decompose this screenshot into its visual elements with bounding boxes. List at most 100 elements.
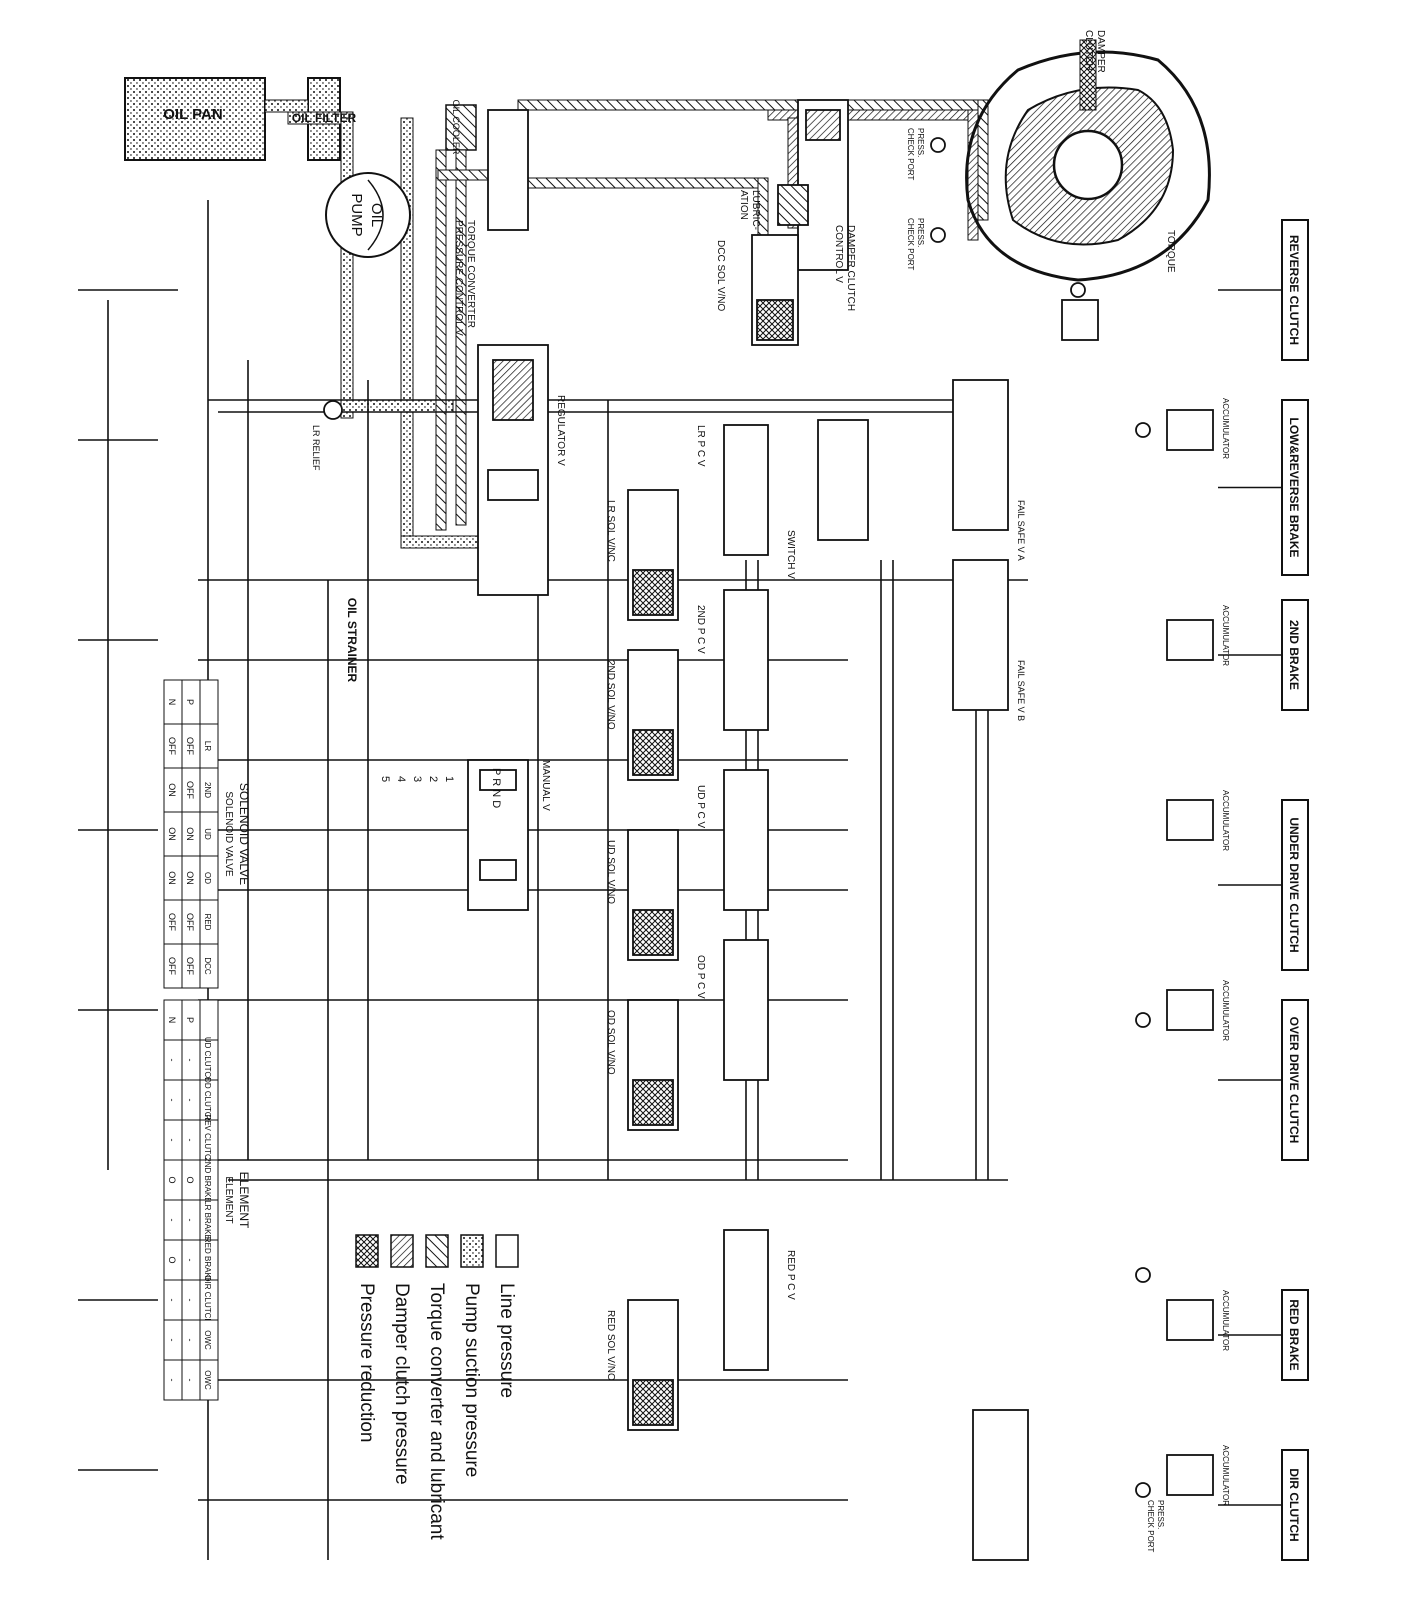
output-label-0: REVERSE CLUTCH [1287,235,1301,345]
fail-safe-valve-a [952,379,1009,531]
accumulator-red [1166,1299,1214,1341]
output-box-2: 2ND BRAKE [1218,599,1309,711]
legend-label-3: Damper clutch pressure [391,1283,412,1485]
solenoid_table-cell: DCC [203,957,212,975]
check-port-tc-2 [930,227,946,243]
element_table-cell: - [185,1219,195,1222]
dcc-control-valve-land [805,109,841,141]
output-box-3: UNDER DRIVE CLUTCH [1218,799,1309,971]
suction-line-6 [400,535,479,549]
accumulators [323,137,1214,1498]
2nd-pcv-body [723,589,769,731]
legend-swatch-0 [495,1234,519,1268]
od-sol-coil [632,1079,674,1126]
regulator-valve-land [487,469,539,501]
red-pcv-body [723,1229,769,1371]
check-port-label-2: CHECK PORT [906,128,915,180]
solenoid_table-cell: OD [203,872,212,884]
check-port-lr [1135,422,1151,438]
element_table-cell: - [185,1379,195,1382]
element_table-cell: - [185,1099,195,1102]
solenoid_table-cell: 2ND [203,782,212,798]
torque-converter [965,39,1211,282]
red-pcv-label: RED P C V [785,1250,796,1300]
manual-position-5: 5 [379,776,391,782]
manual-valve-label: MANUAL V [540,760,551,811]
accumulator-ud [1166,799,1214,841]
accumulator-label-5: ACCUMULATOR [1221,1290,1230,1351]
output-label-4: OVER DRIVE CLUTCH [1287,1017,1301,1144]
solenoid_table-cell-frame [199,679,219,725]
element_table-cell: RED BRAKE [203,1237,212,1283]
check-port-label-4: CHECK PORT [906,218,915,270]
relief-valve [323,400,343,420]
tc-line-1 [455,149,467,526]
tcc-control-valve [487,109,529,231]
output-label-5: RED BRAKE [1287,1299,1301,1370]
solenoid_table-cell: OFF [185,737,195,755]
dcc-solenoid-coil [756,299,794,341]
converter-hub [1052,129,1124,201]
lubrication-label-1: LUBRIC- [750,190,761,230]
manual-valve-land-1 [479,769,517,791]
solenoid_table-cell: LR [203,741,212,751]
element_table-cell: UD CLUTCH [203,1037,212,1083]
check-port-reverse [1070,282,1086,298]
manual-position-4: 4 [395,776,407,782]
tc-line-2 [435,149,447,531]
check-port-label-3: PRESS. [916,218,925,247]
check-port-od [1135,1012,1151,1028]
oil-pump-label-2: PUMP [348,193,365,236]
fail-safe-b-label: FAIL SAFE V B [1016,660,1026,721]
oil-strainer-label: OIL STRAINER [345,598,359,683]
ud-pcv-body [723,769,769,911]
output-box-1: LOW&REVERSE BRAKE [1218,399,1309,576]
output-box-4: OVER DRIVE CLUTCH [1218,999,1309,1161]
ud-sol-label: UD SOL V/NO [605,840,616,904]
fail-safe-a-label: FAIL SAFE V A [1016,500,1026,561]
solenoid_table-cell: RED [203,914,212,931]
element_table-cell: - [167,1299,177,1302]
element_table-cell: LR BRAKE [203,1200,212,1240]
accumulator-label-3: ACCUMULATOR [1221,790,1230,851]
element_table-cell-frame [163,1359,183,1401]
converter-shaft [1079,39,1097,111]
accumulator-label-6: ACCUMULATOR [1221,1445,1230,1506]
fail-safe-valve-b [952,559,1009,711]
dir-valve-body [972,1409,1029,1561]
switch-valve-label: SWITCH V [785,530,796,579]
valve-body-lines [78,200,1028,1560]
tcc-valve-label-1: TORQUE CONVERTER [465,220,476,328]
od-sol-label: OD SOL V/NO [605,1010,616,1075]
manual-positions: P R N D 1 2 3 4 5 [379,768,502,808]
output-label-1: LOW&REVERSE BRAKE [1287,417,1301,557]
output-box-0: REVERSE CLUTCH [1218,219,1309,361]
element_table-cell: - [167,1059,177,1062]
legend-swatch-4 [355,1234,379,1268]
lr-sol-label: LR SOL V/NC [605,500,616,562]
oil-pump-divider [367,179,384,251]
solenoid_table-cell: ON [167,871,177,885]
oil-pan-label: OIL PAN [163,106,222,123]
2nd-sol-label: 2ND SOL V/NO [605,660,616,730]
solenoid_table-cell: UD [203,828,212,840]
oil-pump-icon [325,172,411,258]
lr-pcv-body [723,424,769,556]
element_table-cell: 2ND BRAKE [203,1157,212,1202]
od-pcv-body [723,939,769,1081]
damper-clutch-label-1: DAMPER [1095,30,1106,73]
2nd-sol-coil [632,729,674,776]
solenoid_table-subtitle: SOLENOID VALVE [223,791,234,877]
check-port-dir [1135,1482,1151,1498]
accumulator-label-2: ACCUMULATOR [1221,605,1230,666]
accumulator-od [1166,989,1214,1031]
output-label-3: UNDER DRIVE CLUTCH [1287,817,1301,952]
lubrication-label-2: ATION [738,190,749,220]
element_table-cell: O [185,1176,195,1183]
ud-pcv-label: UD P C V [695,785,706,828]
solenoid_table-cell: OFF [167,737,177,755]
converter-housing [965,50,1211,282]
od-pcv-label: OD P C V [695,955,706,999]
